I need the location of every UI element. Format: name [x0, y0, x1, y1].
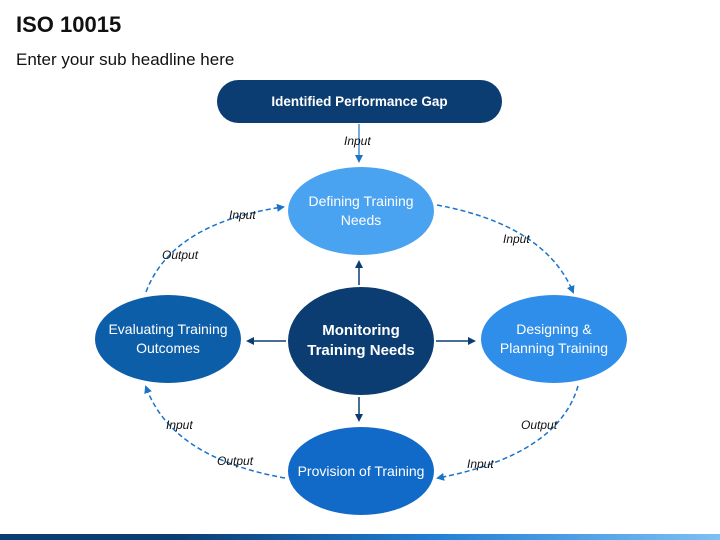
label-output: Output: [521, 418, 558, 432]
label-input: Input: [503, 232, 530, 246]
label-output: Output: [162, 248, 199, 262]
node-evaluating-training-outcomes: Evaluating Training Outcomes: [93, 293, 243, 385]
arrow-provision-to-evaluating: [144, 385, 286, 479]
node-defining-training-needs: Defining Training Needs: [286, 165, 436, 257]
footer-accent-bar: [0, 534, 720, 540]
arrow-evaluating-to-defining: [145, 203, 285, 293]
page-title: ISO 10015: [16, 12, 122, 37]
label-input: Input: [166, 418, 193, 432]
label-input: Input: [467, 457, 494, 471]
label-input: Input: [344, 134, 371, 148]
identified-performance-gap-box: Identified Performance Gap: [217, 80, 502, 123]
arrow-designing-to-provision: [436, 385, 579, 481]
label-input: Input: [229, 208, 256, 222]
node-designing-planning-training: Designing & Planning Training: [479, 293, 629, 385]
node-label: Defining Training Needs: [308, 193, 414, 228]
node-label: Monitoring Training Needs: [307, 322, 415, 359]
label-output: Output: [217, 454, 254, 468]
node-provision-of-training: Provision of Training: [286, 425, 436, 517]
arrow-defining-to-designing: [436, 204, 575, 294]
node-monitoring-training-needs: Monitoring Training Needs: [286, 285, 436, 397]
page-subtitle: Enter your sub headline here: [16, 50, 235, 69]
node-label: Provision of Training: [297, 462, 425, 479]
node-label: Designing & Planning Training: [499, 321, 609, 356]
node-label: Evaluating Training Outcomes: [108, 321, 228, 356]
